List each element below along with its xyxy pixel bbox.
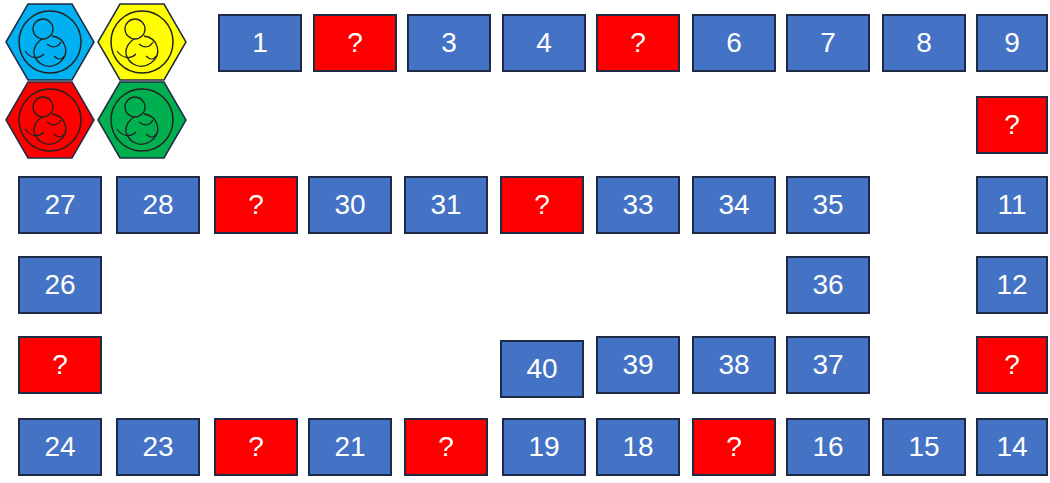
square-label: ? bbox=[52, 351, 68, 379]
square-label: 27 bbox=[44, 191, 75, 219]
chance-square: ? bbox=[692, 418, 776, 476]
board-square: 16 bbox=[786, 418, 870, 476]
board-square: 39 bbox=[596, 336, 680, 394]
square-label: 24 bbox=[44, 433, 75, 461]
board-square: 11 bbox=[976, 176, 1048, 234]
square-label: 38 bbox=[718, 351, 749, 379]
board-square: 35 bbox=[786, 176, 870, 234]
board-square: 12 bbox=[976, 256, 1048, 314]
square-label: 14 bbox=[996, 433, 1027, 461]
board-square: 27 bbox=[18, 176, 102, 234]
board-square: 6 bbox=[692, 14, 776, 72]
yellow-token bbox=[98, 4, 186, 80]
board-square: 26 bbox=[18, 256, 102, 314]
chance-square: ? bbox=[18, 336, 102, 394]
chance-square: ? bbox=[214, 418, 298, 476]
square-label: 37 bbox=[812, 351, 843, 379]
square-label: 8 bbox=[916, 29, 932, 57]
square-label: 19 bbox=[528, 433, 559, 461]
square-label: ? bbox=[534, 191, 550, 219]
chance-square: ? bbox=[313, 14, 397, 72]
board-square: 31 bbox=[404, 176, 488, 234]
square-label: ? bbox=[1004, 111, 1020, 139]
square-label: 6 bbox=[726, 29, 742, 57]
board-square: 37 bbox=[786, 336, 870, 394]
board-square: 1 bbox=[218, 14, 302, 72]
player-tokens bbox=[0, 0, 200, 170]
board-square: 19 bbox=[502, 418, 586, 476]
square-label: 31 bbox=[430, 191, 461, 219]
board-square: 28 bbox=[116, 176, 200, 234]
board-square: 24 bbox=[18, 418, 102, 476]
square-label: 4 bbox=[536, 29, 552, 57]
board-square: 21 bbox=[308, 418, 392, 476]
square-label: 23 bbox=[142, 433, 173, 461]
square-label: 12 bbox=[996, 271, 1027, 299]
chance-square: ? bbox=[500, 176, 584, 234]
chance-square: ? bbox=[214, 176, 298, 234]
square-label: 40 bbox=[526, 355, 557, 383]
square-label: 21 bbox=[334, 433, 365, 461]
square-label: 30 bbox=[334, 191, 365, 219]
square-label: 35 bbox=[812, 191, 843, 219]
square-label: 26 bbox=[44, 271, 75, 299]
board-square: 9 bbox=[976, 14, 1048, 72]
blue-token bbox=[6, 4, 94, 80]
square-label: 16 bbox=[812, 433, 843, 461]
square-label: 18 bbox=[622, 433, 653, 461]
board-square: 18 bbox=[596, 418, 680, 476]
board-square: 34 bbox=[692, 176, 776, 234]
square-label: ? bbox=[726, 433, 742, 461]
square-label: ? bbox=[630, 29, 646, 57]
square-label: 36 bbox=[812, 271, 843, 299]
square-label: ? bbox=[438, 433, 454, 461]
chance-square: ? bbox=[596, 14, 680, 72]
square-label: 11 bbox=[997, 191, 1026, 219]
board-square: 33 bbox=[596, 176, 680, 234]
board-square: 14 bbox=[976, 418, 1048, 476]
square-label: ? bbox=[347, 29, 363, 57]
chance-square: ? bbox=[976, 336, 1048, 394]
chance-square: ? bbox=[404, 418, 488, 476]
board-square: 4 bbox=[502, 14, 586, 72]
square-label: 15 bbox=[908, 433, 939, 461]
square-label: 1 bbox=[252, 29, 268, 57]
square-label: ? bbox=[248, 191, 264, 219]
board-square: 38 bbox=[692, 336, 776, 394]
board-square: 3 bbox=[407, 14, 491, 72]
green-token bbox=[98, 82, 186, 158]
square-label: 34 bbox=[718, 191, 749, 219]
square-label: ? bbox=[248, 433, 264, 461]
square-label: 7 bbox=[820, 29, 836, 57]
board-square: 8 bbox=[882, 14, 966, 72]
chance-square: ? bbox=[976, 96, 1048, 154]
square-label: 3 bbox=[441, 29, 457, 57]
red-token bbox=[6, 82, 94, 158]
square-label: 39 bbox=[622, 351, 653, 379]
board-square: 23 bbox=[116, 418, 200, 476]
square-label: ? bbox=[1004, 351, 1020, 379]
board-square: 7 bbox=[786, 14, 870, 72]
square-label: 9 bbox=[1004, 29, 1020, 57]
board-square: 40 bbox=[500, 340, 584, 398]
square-label: 33 bbox=[622, 191, 653, 219]
square-label: 28 bbox=[142, 191, 173, 219]
board-square: 30 bbox=[308, 176, 392, 234]
board-square: 36 bbox=[786, 256, 870, 314]
board-square: 15 bbox=[882, 418, 966, 476]
